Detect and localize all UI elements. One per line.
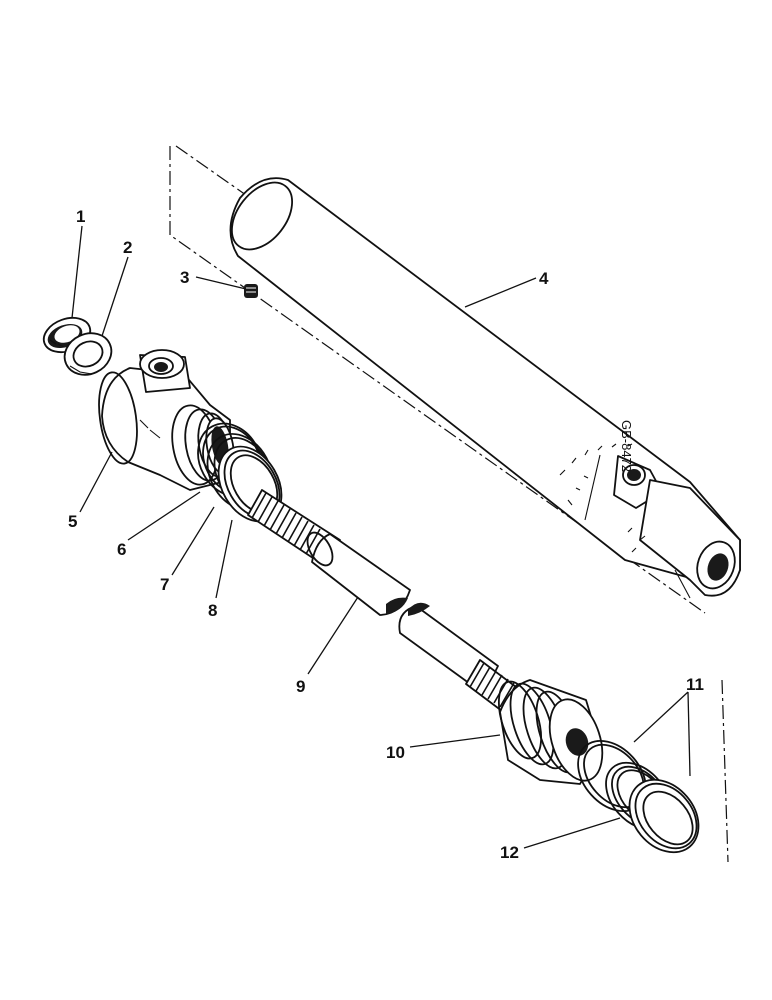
callout-3: 3 [180, 268, 189, 287]
piston-rod [247, 489, 521, 715]
callout-1: 1 [76, 207, 85, 226]
callout-6: 6 [117, 540, 126, 559]
cylinder-barrel [229, 177, 741, 599]
callout-2: 2 [123, 238, 132, 257]
drawing-code-stamp: GB-8472 [619, 420, 634, 472]
callout-labels: 1 2 3 4 5 6 7 8 9 10 11 12 [68, 207, 704, 862]
rod-seal [63, 332, 113, 376]
piston [497, 679, 604, 785]
grease-nipple [244, 284, 258, 298]
callout-12: 12 [500, 843, 519, 862]
callout-11: 11 [686, 675, 704, 694]
callout-7: 7 [160, 575, 169, 594]
callout-4: 4 [539, 269, 549, 288]
piston-seal-11b [628, 778, 700, 854]
callout-8: 8 [208, 601, 217, 620]
callout-9: 9 [296, 677, 305, 696]
leader-lines [71, 225, 691, 849]
callout-10: 10 [386, 743, 405, 762]
callout-5: 5 [68, 512, 77, 531]
gland-end-cap [98, 349, 235, 491]
